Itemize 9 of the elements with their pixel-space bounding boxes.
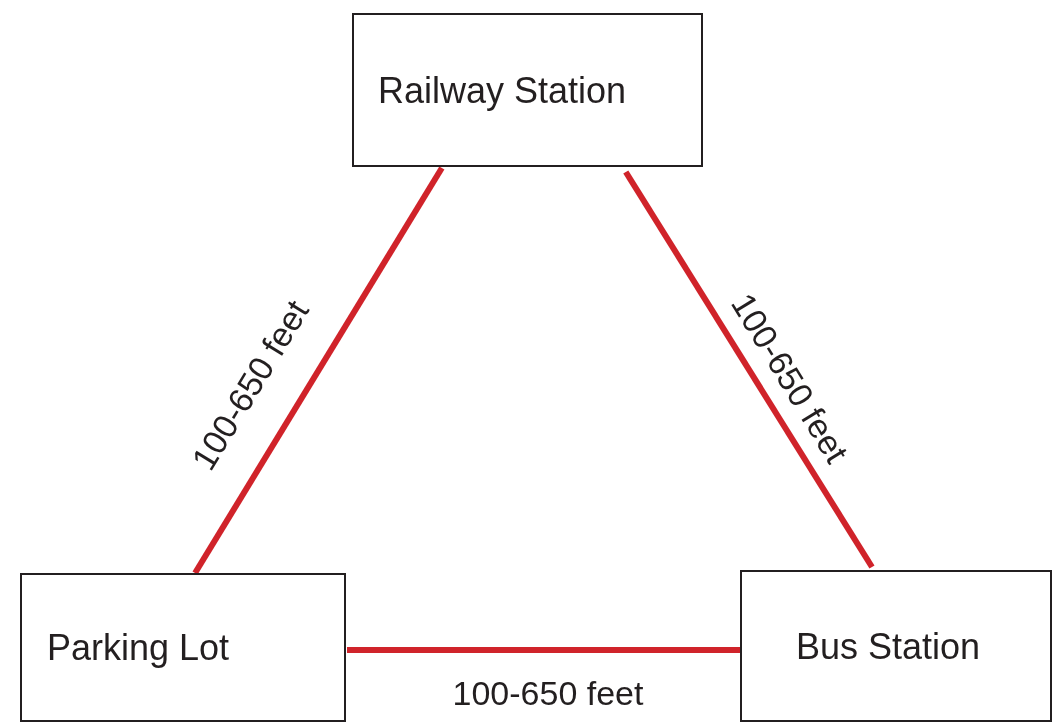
place-name: Railway Station xyxy=(378,68,628,113)
connector-line xyxy=(192,166,445,575)
place-box xyxy=(20,573,346,722)
connector-line xyxy=(347,646,740,654)
connector-line xyxy=(623,170,875,569)
place-name: Bus Station xyxy=(796,624,982,669)
place-box xyxy=(352,13,703,167)
place-box xyxy=(740,570,1052,722)
place-name: Parking Lot xyxy=(47,626,231,670)
